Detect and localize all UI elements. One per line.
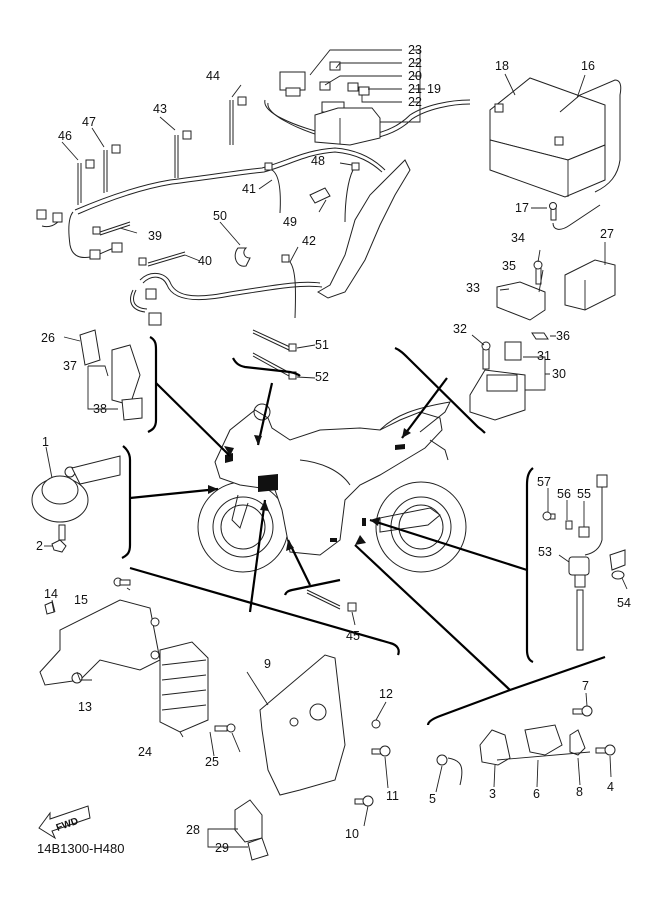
callout-36: 36 [556, 329, 570, 343]
sidestand-switch-group [436, 705, 616, 786]
callout-53: 53 [538, 545, 552, 559]
callout-52: 52 [315, 370, 329, 384]
callout-34: 34 [511, 231, 525, 245]
harness-connector [145, 288, 157, 300]
battery [489, 77, 622, 198]
callout-38: 38 [93, 402, 107, 416]
harness-connector [111, 242, 123, 253]
callout-57: 57 [537, 475, 551, 489]
callout-54: 54 [617, 596, 631, 610]
callout-9: 9 [264, 657, 271, 671]
ecu-bracket-9 [234, 654, 391, 861]
callout-16: 16 [581, 59, 595, 73]
callout-8: 8 [576, 785, 583, 799]
callout-25: 25 [205, 755, 219, 769]
callout-55: 55 [577, 487, 591, 501]
callout-48: 48 [311, 154, 325, 168]
callout-12: 12 [379, 687, 393, 701]
relays-left [79, 329, 143, 421]
callout-31: 31 [537, 349, 551, 363]
callout-2: 2 [36, 539, 43, 553]
callout-43: 43 [153, 102, 167, 116]
relay-33-group [496, 260, 549, 340]
callout-24: 24 [138, 745, 152, 759]
callout-26: 26 [41, 331, 55, 345]
callout-22b: 22 [408, 95, 422, 109]
callout-41: 41 [242, 182, 256, 196]
callout-29: 29 [215, 841, 229, 855]
bolt-17 [549, 202, 601, 230]
callout-32: 32 [453, 322, 467, 336]
callout-47: 47 [82, 115, 96, 129]
callout-19: 19 [427, 82, 441, 96]
callout-21: 21 [408, 82, 422, 96]
callout-3: 3 [489, 787, 496, 801]
relay-27 [564, 259, 616, 311]
callout-7: 7 [582, 679, 589, 693]
callout-44: 44 [206, 69, 220, 83]
callout-27: 27 [600, 227, 614, 241]
diagram-code: 14B1300-H480 [37, 841, 124, 856]
group-brackets [121, 336, 606, 726]
callout-30: 30 [552, 367, 566, 381]
harness-connector [89, 249, 101, 260]
fuse-box-group [279, 61, 381, 146]
bands-loose [252, 329, 357, 612]
callout-37: 37 [63, 359, 77, 373]
callout-6: 6 [533, 787, 540, 801]
callout-51: 51 [315, 338, 329, 352]
starter-relay-30 [469, 341, 526, 421]
horn [31, 455, 121, 553]
callout-labels: 23 22 20 21 22 19 18 16 17 27 34 35 33 3… [36, 43, 631, 855]
clamp-50 [234, 247, 251, 267]
harness-connector [36, 209, 47, 220]
callout-10: 10 [345, 827, 359, 841]
callout-18: 18 [495, 59, 509, 73]
neutral-switch-group [542, 474, 626, 651]
callout-35: 35 [502, 259, 516, 273]
rectifier-group [39, 577, 236, 733]
callout-13: 13 [78, 700, 92, 714]
clamp-49 [309, 187, 331, 204]
callout-1: 1 [42, 435, 49, 449]
callout-28: 28 [186, 823, 200, 837]
callout-17: 17 [515, 201, 529, 215]
callout-5: 5 [429, 792, 436, 806]
callout-33: 33 [466, 281, 480, 295]
callout-49: 49 [283, 215, 297, 229]
wire-harness [36, 96, 471, 326]
callout-46: 46 [58, 129, 72, 143]
callout-22: 22 [408, 56, 422, 70]
callout-42: 42 [302, 234, 316, 248]
callout-20: 20 [408, 69, 422, 83]
leader-lines [44, 49, 628, 848]
callout-11: 11 [386, 789, 399, 803]
callout-50: 50 [213, 209, 227, 223]
callout-56: 56 [557, 487, 571, 501]
callout-15: 15 [74, 593, 88, 607]
harness-connector [148, 312, 162, 326]
motorcycle-silhouette [197, 401, 467, 573]
fwd-arrow: FWD [38, 805, 91, 840]
harness-connector [52, 212, 63, 223]
callout-23: 23 [408, 43, 422, 57]
callout-45: 45 [346, 629, 360, 643]
callout-40: 40 [198, 254, 212, 268]
callout-4: 4 [607, 780, 614, 794]
callout-39: 39 [148, 229, 162, 243]
callout-14: 14 [44, 587, 58, 601]
